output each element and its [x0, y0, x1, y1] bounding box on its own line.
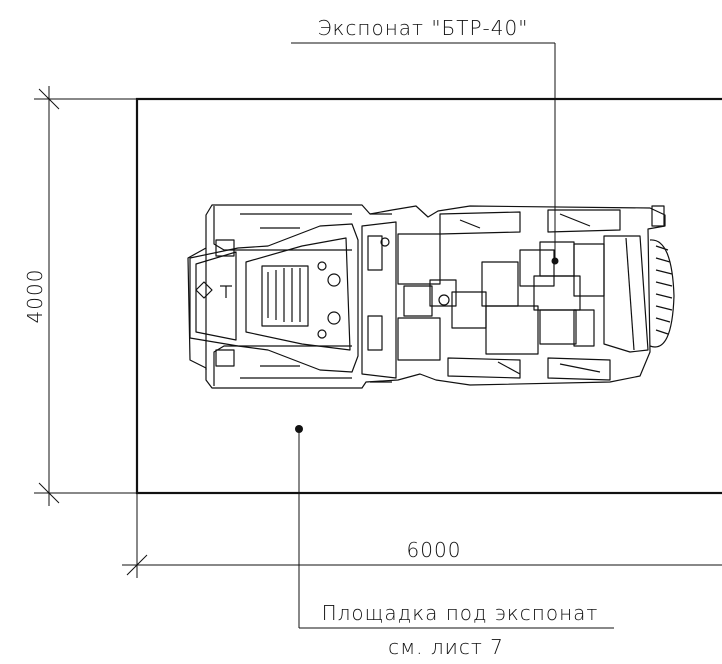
- height-dimension: [34, 86, 137, 506]
- platform-leader-dot: [295, 425, 303, 433]
- height-dimension-label: 4000: [23, 269, 47, 324]
- exhibit-leader: [291, 42, 556, 261]
- width-dimension-label: 6000: [407, 538, 462, 562]
- width-dimension: [122, 493, 722, 578]
- platform-outline: [135, 97, 722, 495]
- exhibit-leader-label: Экспонат "БТР-40": [318, 16, 529, 40]
- platform-leader-sublabel: см. лист 7: [388, 635, 504, 659]
- btr40-vehicle-icon: [187, 204, 675, 389]
- platform-leader-label: Площадка под экспонат: [322, 601, 599, 625]
- platform-leader: [298, 429, 614, 629]
- exhibit-leader-dot: [551, 257, 559, 265]
